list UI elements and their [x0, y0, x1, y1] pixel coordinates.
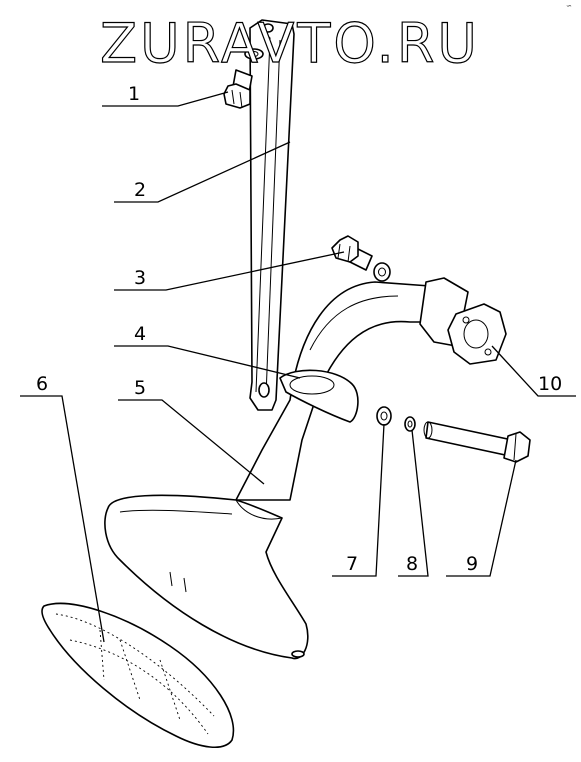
callout-4: 4 — [134, 323, 146, 345]
callout-1: 1 — [128, 83, 140, 105]
callout-9: 9 — [466, 553, 478, 575]
callout-3: 3 — [134, 267, 146, 289]
part-2-bracket — [249, 19, 295, 411]
callout-8: 8 — [406, 553, 418, 575]
watermark: ZURAVTO.RU — [100, 12, 480, 75]
part-1-bolt — [223, 48, 264, 109]
part-7-washer — [376, 406, 392, 426]
callout-labels: 1 2 3 4 5 6 7 8 9 10 — [36, 83, 562, 575]
callout-10: 10 — [538, 373, 562, 395]
part-6-strainer-screen — [41, 602, 235, 749]
callout-7: 7 — [346, 553, 358, 575]
part-5-pickup-pipe — [104, 277, 471, 660]
leader-lines — [20, 91, 576, 643]
part-3-bolt — [331, 235, 391, 282]
corner-mark: ∽ — [566, 2, 572, 10]
part-8-lock-washer — [404, 416, 416, 432]
part-10-flange-gasket — [447, 303, 507, 365]
part-9-long-bolt — [423, 421, 531, 463]
callout-6: 6 — [36, 373, 48, 395]
part-4-gasket — [279, 369, 359, 423]
callout-2: 2 — [134, 179, 146, 201]
callout-5: 5 — [134, 377, 146, 399]
